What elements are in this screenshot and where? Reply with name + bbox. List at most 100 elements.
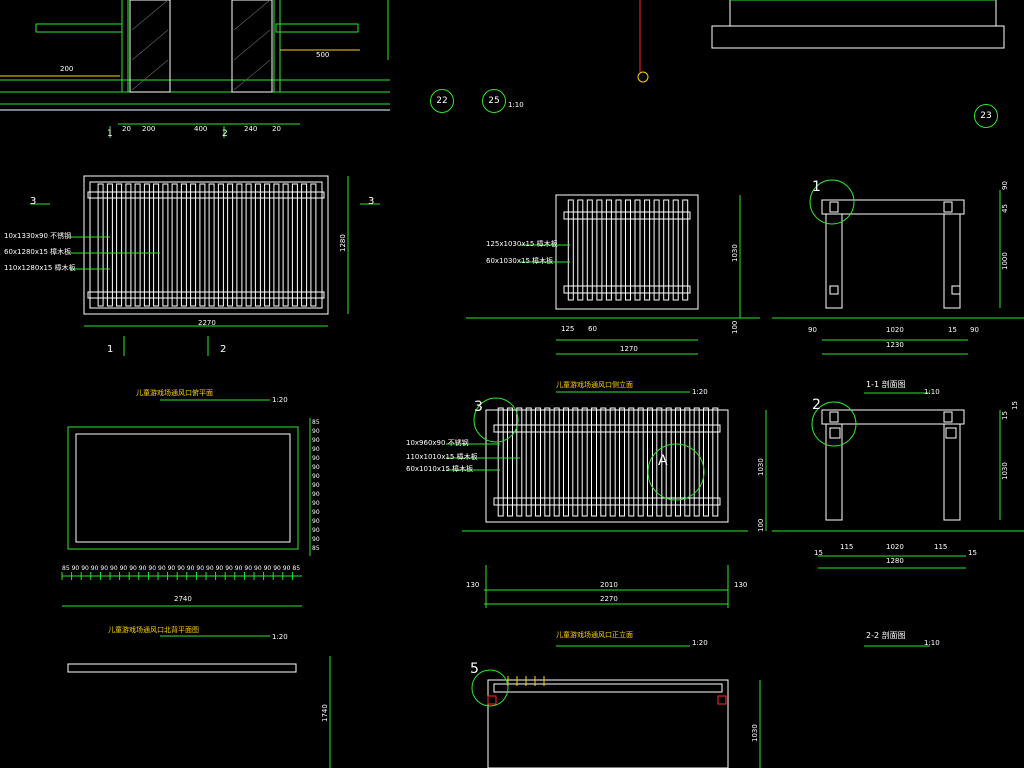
section-1-1 (772, 179, 1024, 394)
top-small-label: 500 (316, 51, 330, 59)
front-left-dim: 130 (466, 581, 480, 589)
plan-scale: 1:20 (272, 396, 288, 404)
circle-mark-1: 1 (812, 179, 821, 195)
base-right-dim: 90 (312, 491, 320, 498)
base-bottom-dim: 90 (215, 565, 224, 572)
plan-height-dim: 1280 (339, 234, 347, 252)
plan-view (30, 175, 380, 401)
timber-slat (665, 407, 672, 517)
top-dim: 200 (142, 125, 156, 133)
plan-callout: 10x1330x90 不锈钢 (4, 232, 72, 240)
base-right-dim: 90 (312, 428, 320, 435)
base-title: 儿童游戏场通风口北背平面图 (108, 626, 199, 634)
base-bottom-dim: 90 (254, 565, 262, 572)
timber-slat (116, 183, 123, 307)
axis-mark-2-top: 2 (222, 129, 228, 139)
front-right-dim: 130 (734, 581, 748, 589)
top-small-label: 200 (60, 65, 74, 73)
side-callout: 60x1030x15 樟木板 (486, 257, 554, 265)
sec2-dim: 115 (934, 543, 948, 551)
side-left-dim: 125 (561, 325, 575, 333)
timber-slat (563, 407, 569, 517)
sec2-dim: 1020 (886, 543, 904, 551)
timber-slat (596, 199, 603, 301)
side-mid-dim: 60 (588, 325, 597, 333)
base-bottom-dim: 85 (62, 565, 70, 572)
timber-slat (525, 407, 532, 517)
sec2-dim: 115 (840, 543, 854, 551)
plan-callout: 110x1280x15 樟木板 (4, 264, 76, 272)
sec1-total: 1230 (886, 341, 904, 349)
front-total-dim: 2270 (600, 595, 618, 603)
timber-slat (282, 183, 289, 307)
sec1-title: 1-1 剖面图 (866, 380, 906, 389)
sec1-scale: 1:10 (924, 388, 940, 396)
base-bottom-dim: 90 (110, 565, 118, 572)
base-right-dim: 90 (312, 446, 320, 453)
timber-slat (497, 407, 504, 517)
base-bottom-dim: 85 (292, 565, 301, 572)
timber-slat (310, 183, 317, 307)
base-bottom-dim: 90 (138, 565, 147, 572)
sec1-dim: 90 (970, 326, 979, 334)
axis-mark-1: 1 (107, 344, 114, 355)
sec1-dim: 1020 (886, 326, 904, 334)
base-right-dim: 90 (312, 527, 320, 534)
timber-slat (684, 407, 691, 517)
base-right-dim: 90 (312, 473, 320, 480)
timber-slat (301, 183, 308, 307)
sec2-right-dim: 15 (1011, 401, 1019, 410)
base-bottom-dim: 90 (206, 565, 214, 572)
base-bottom-dim: 90 (167, 565, 176, 572)
timber-slat (134, 183, 141, 307)
base-plan (62, 418, 331, 768)
timber-slat (208, 183, 215, 307)
timber-slat (647, 407, 653, 517)
timber-slat (682, 199, 689, 301)
sec1-dim: 15 (948, 326, 957, 334)
timber-slat (656, 407, 663, 517)
timber-slat (609, 407, 616, 517)
timber-slat (615, 199, 622, 301)
sec2-scale: 1:10 (924, 639, 940, 647)
wall-section-top (0, 0, 390, 138)
timber-slat (572, 407, 579, 517)
side-elevation (466, 194, 760, 393)
timber-slat (217, 183, 224, 307)
timber-slat (106, 183, 113, 307)
timber-slat (619, 407, 625, 517)
section-2-2 (772, 401, 1024, 647)
base-bottom-dim: 90 (90, 565, 99, 572)
timber-slat (634, 199, 641, 301)
top-dim: 400 (194, 125, 208, 133)
top-dim: 240 (244, 125, 258, 133)
timber-slat (535, 407, 541, 517)
base-right-dim: 90 (312, 437, 320, 444)
base-right-dim: 90 (312, 500, 320, 507)
side-scale: 1:20 (692, 388, 708, 396)
axis-mark-2: 2 (220, 344, 227, 355)
base-bottom-dim: 90 (234, 565, 243, 572)
axis-mark-1-top: 1 (107, 129, 113, 139)
front-title: 儿童游戏场通风口正立面 (556, 631, 633, 639)
front-scale: 1:20 (692, 639, 708, 647)
side-callout: 125x1030x15 樟木板 (486, 240, 558, 248)
timber-slat (625, 199, 631, 301)
timber-slat (577, 199, 584, 301)
lower-height-dim: 1030 (751, 724, 759, 742)
side-title: 儿童游戏场通风口侧立面 (556, 381, 633, 389)
wall-hatch (131, 0, 271, 91)
timber-slat (703, 407, 709, 517)
base-right-dim: 90 (312, 536, 320, 543)
side-height-dim: 1030 (731, 244, 739, 262)
sec2-right-dim: 1030 (1001, 462, 1009, 480)
detail-marker-label: 25 (488, 96, 500, 106)
timber-slat (544, 407, 551, 517)
timber-slat (190, 183, 197, 307)
timber-slat (291, 183, 298, 307)
base-bottom-dim: 90 (186, 565, 195, 572)
sec1-right-dim: 1000 (1001, 252, 1009, 270)
timber-slat (653, 199, 660, 301)
side-width-dim: 1270 (620, 345, 638, 353)
timber-slat (264, 183, 271, 307)
